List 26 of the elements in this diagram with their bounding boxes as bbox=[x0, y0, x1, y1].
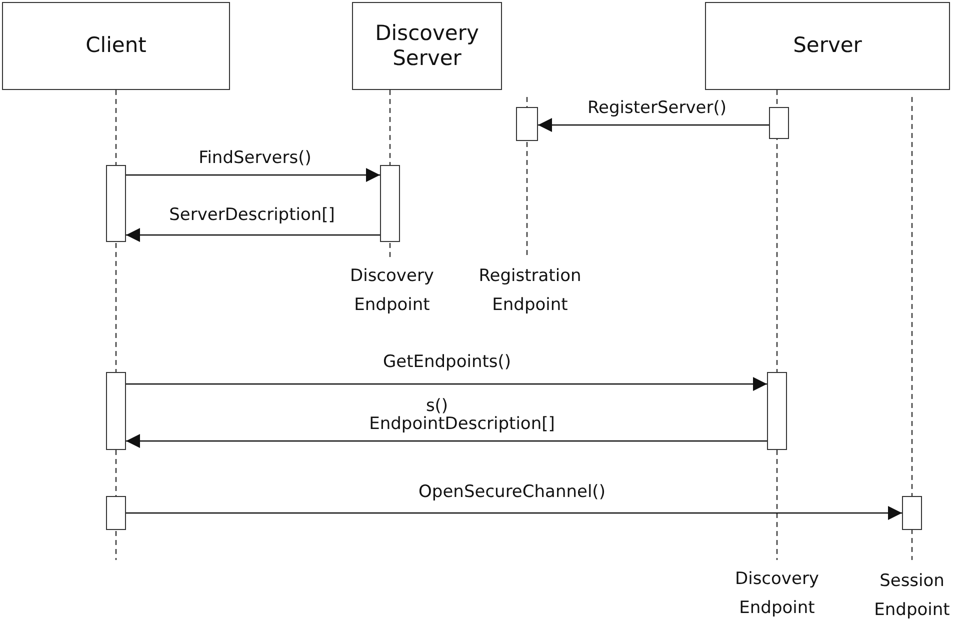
message-arrow bbox=[126, 506, 902, 520]
participant-name: Discovery Server bbox=[374, 20, 480, 72]
activation-bar bbox=[106, 165, 126, 242]
activation-bar bbox=[516, 107, 538, 141]
message-label: OpenSecureChannel() bbox=[416, 482, 608, 504]
participant-name: Server bbox=[793, 33, 862, 59]
activation-bar bbox=[769, 107, 789, 139]
message-arrow bbox=[126, 434, 767, 448]
participant-box bbox=[705, 2, 950, 90]
endpoint-label: Discovery Endpoint bbox=[734, 568, 820, 620]
activation-bar bbox=[106, 372, 126, 450]
activation-bar bbox=[767, 372, 787, 450]
message-arrow bbox=[538, 118, 769, 132]
activation-bar bbox=[902, 496, 922, 530]
participant-box bbox=[2, 2, 230, 90]
endpoint-label: Discovery Endpoint bbox=[349, 265, 435, 317]
message-arrow bbox=[126, 228, 380, 242]
activation-bar bbox=[380, 165, 400, 242]
stray-text: s() bbox=[424, 395, 450, 416]
message-arrow bbox=[126, 168, 380, 182]
endpoint-label: Registration Endpoint bbox=[478, 265, 582, 317]
message-arrow bbox=[126, 377, 767, 391]
participant-name: Client bbox=[86, 33, 146, 59]
activation-bar bbox=[106, 496, 126, 530]
endpoint-label: Session Endpoint bbox=[873, 570, 951, 621]
participant-box bbox=[352, 2, 502, 90]
